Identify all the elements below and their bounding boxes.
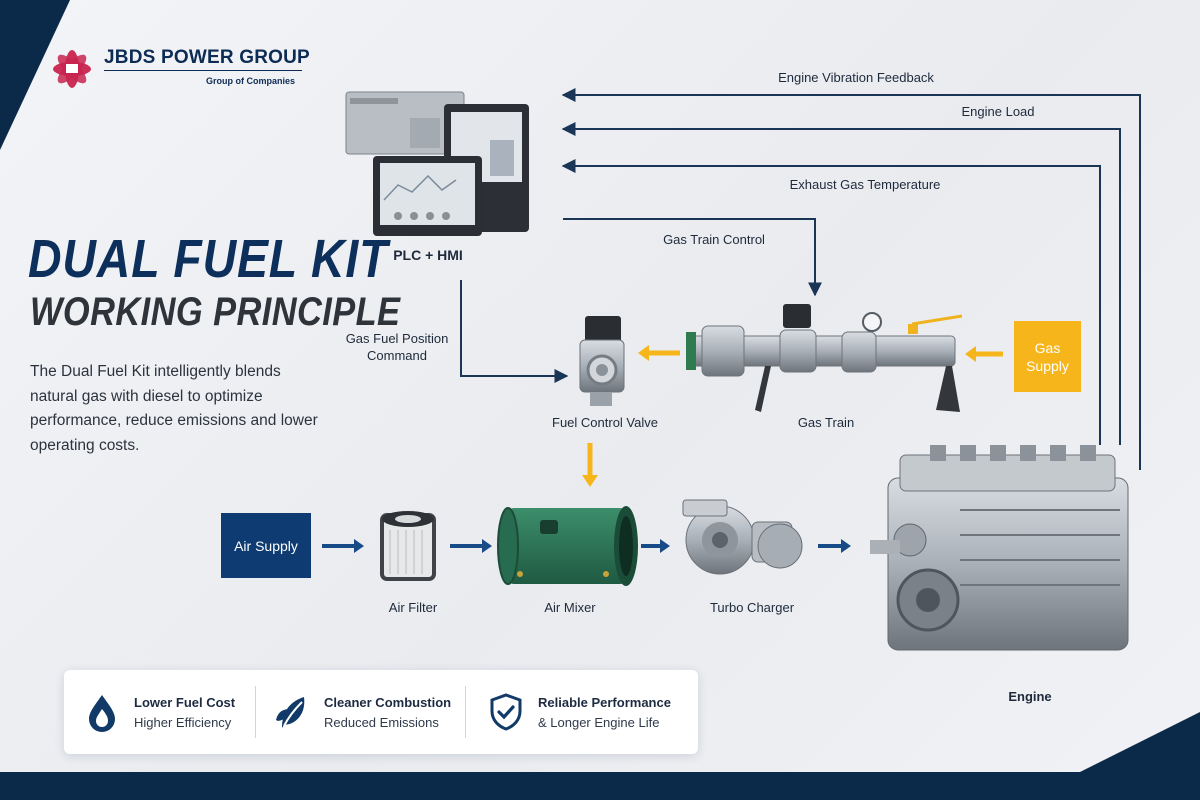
signal-line-gas-position	[460, 280, 569, 383]
label-air-filter: Air Filter	[388, 600, 438, 615]
label-plc-hmi: PLC + HMI	[393, 247, 463, 263]
gas-train-image	[686, 304, 963, 412]
benefit-title: Reliable Performance	[538, 694, 671, 710]
turbo-charger-image	[682, 499, 803, 575]
label-engine-vibration-feedback: Engine Vibration Feedback	[778, 70, 934, 85]
benefit-title: Cleaner Combustion	[324, 694, 452, 710]
shield-check-icon	[490, 693, 522, 731]
page-title: DUAL FUEL KIT	[28, 229, 389, 289]
brand-name: JBDS POWER GROUP	[104, 47, 310, 68]
brand-divider	[104, 70, 302, 71]
benefit-title: Lower Fuel Cost	[134, 694, 236, 710]
label-air-mixer: Air Mixer	[544, 600, 596, 615]
gas-supply-box: Gas Supply	[1014, 321, 1081, 392]
benefit-cleaner-combustion: Cleaner Combustion Reduced Emissions	[272, 670, 451, 754]
label-engine: Engine	[1008, 689, 1052, 704]
benefit-lower-fuel-cost: Lower Fuel Cost Higher Efficiency	[82, 670, 235, 754]
label-gas-fuel-position-command: Gas Fuel Position Command	[345, 331, 449, 363]
fuel-control-valve-image	[579, 316, 625, 406]
benefit-detail: & Longer Engine Life	[538, 714, 660, 730]
signal-line-vibration	[561, 88, 1141, 470]
air-mixer-image	[497, 506, 638, 586]
label-turbo-charger: Turbo Charger	[709, 600, 795, 615]
plc-hmi-image	[345, 91, 529, 236]
leaf-icon	[276, 697, 305, 728]
benefits-card: Lower Fuel Cost Higher Efficiency Cleane…	[64, 670, 698, 754]
benefit-separator	[465, 686, 466, 738]
label-engine-load: Engine Load	[961, 104, 1035, 119]
engine-image	[870, 445, 1129, 651]
air-supply-box: Air Supply	[221, 513, 311, 578]
label-fuel-control-valve: Fuel Control Valve	[552, 415, 658, 430]
label-exhaust-gas-temperature: Exhaust Gas Temperature	[789, 177, 941, 192]
signal-line-exhaust	[561, 159, 1101, 445]
benefit-reliable-performance: Reliable Performance & Longer Engine Lif…	[486, 670, 671, 754]
flower-logo-icon	[53, 50, 91, 88]
label-gas-train-control: Gas Train Control	[663, 232, 765, 247]
bottom-bar	[0, 772, 1200, 800]
page-subtitle: WORKING PRINCIPLE	[30, 290, 401, 334]
benefit-separator	[255, 686, 256, 738]
air-flow-arrows	[322, 539, 851, 553]
signal-line-load	[561, 122, 1121, 445]
benefit-detail: Reduced Emissions	[324, 714, 439, 730]
page-description: The Dual Fuel Kit intelligently blends n…	[30, 363, 318, 454]
signal-line-gas-train-control	[563, 218, 822, 297]
air-filter-image	[380, 511, 436, 581]
flame-drop-icon	[89, 695, 115, 732]
gas-flow-arrows	[582, 345, 1003, 487]
benefit-detail: Higher Efficiency	[134, 714, 232, 730]
brand-tagline: Group of Companies	[206, 76, 296, 86]
label-gas-train: Gas Train	[797, 415, 855, 430]
